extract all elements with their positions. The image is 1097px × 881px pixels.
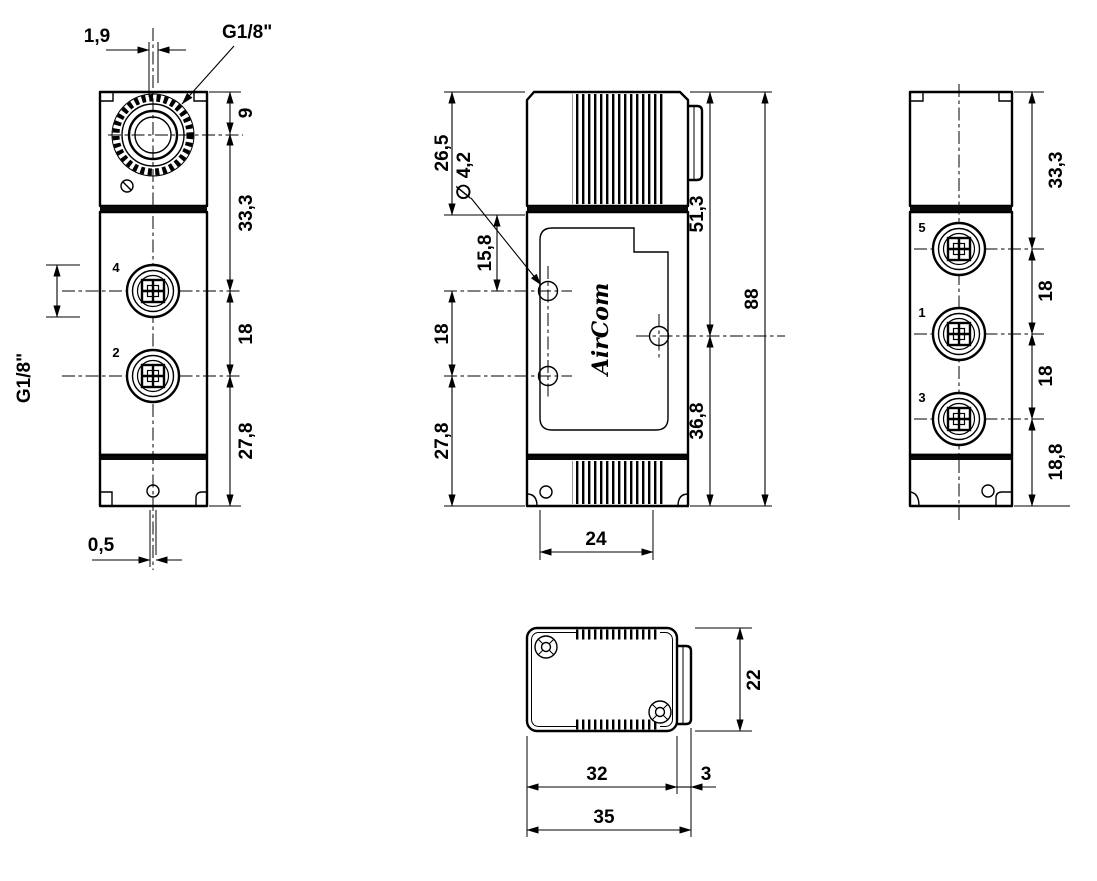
- brand-logo: AirCom: [588, 283, 614, 377]
- dim-18-holes: 18: [432, 323, 453, 344]
- port-2: [125, 348, 181, 404]
- mounting-screw: [120, 179, 134, 193]
- body-outline: [525, 626, 679, 733]
- base-hole: [981, 484, 995, 498]
- seam-top: [910, 206, 1012, 212]
- port-label-2: 2: [112, 345, 119, 360]
- base-tab-right: [195, 491, 207, 506]
- vent-slots-bottom: [576, 719, 660, 730]
- base-feet: [909, 491, 1012, 507]
- base-section: [525, 453, 690, 508]
- port-label-5: 5: [918, 220, 925, 235]
- view-side: AirCom: [444, 90, 785, 508]
- housing-tabs: [100, 92, 207, 102]
- dim-88: 88: [742, 288, 763, 309]
- seam-top: [100, 206, 207, 212]
- dim-36-8: 36,8: [687, 403, 708, 440]
- cover-screw-1: [534, 635, 558, 659]
- dims-front-left: 1,9 G1/8" 9 33,3 18 27,8 G1/8" 0,5: [14, 22, 272, 567]
- dim-3: 3: [701, 764, 712, 785]
- port-1: [931, 306, 987, 362]
- electrical-connector: [688, 104, 704, 182]
- dim-32: 32: [586, 764, 607, 785]
- dim-18-ports: 18: [236, 323, 257, 344]
- dims-side: 26,5 15,8 18 27,8 ∅ 4,2 51,3 36,8 88 24: [432, 91, 772, 560]
- base-tab-left: [100, 491, 113, 506]
- dim-1-9: 1,9: [84, 26, 110, 47]
- electrical-connector: [677, 644, 693, 726]
- dim-18-b: 18: [1036, 365, 1057, 386]
- dim-15-8: 15,8: [475, 235, 496, 272]
- base-feet: [526, 493, 689, 507]
- base-section: [98, 453, 209, 508]
- top-housing: [908, 90, 1014, 208]
- dim-0-5: 0,5: [88, 535, 115, 556]
- dim-24: 24: [585, 529, 607, 550]
- label-plate: AirCom: [537, 227, 670, 431]
- mounting-hole-bottom: [537, 365, 559, 387]
- dim-51-3: 51,3: [687, 196, 708, 233]
- dim-35: 35: [593, 807, 615, 828]
- port-4: [125, 263, 181, 319]
- dim-22: 22: [744, 669, 765, 690]
- port-5: [931, 221, 987, 277]
- vent-slots-top: [576, 629, 660, 640]
- base-section: [908, 453, 1014, 508]
- base-hole: [539, 485, 553, 499]
- seam-bottom: [527, 455, 688, 460]
- dim-9: 9: [236, 108, 257, 119]
- view-front-left: 4 2: [62, 28, 243, 570]
- cover-screw-2: [648, 700, 672, 724]
- seam-bottom: [910, 455, 1012, 460]
- dims-top: 22 32 3 35: [526, 627, 765, 837]
- centerlines-holes: [444, 290, 785, 377]
- adjustment-knob: [111, 93, 195, 177]
- dim-27-8: 27,8: [236, 423, 257, 460]
- thread-label-top: G1/8": [222, 22, 272, 43]
- port-label-3: 3: [918, 390, 925, 405]
- view-front-right: 5 1 3: [908, 84, 1044, 522]
- port-label-1: 1: [918, 305, 925, 320]
- housing-tabs: [910, 92, 1012, 102]
- mounting-hole-right: [648, 325, 670, 347]
- seam-bottom: [100, 455, 207, 460]
- dim-dia-4-2: ∅ 4,2: [454, 152, 475, 200]
- dims-front-right: 33,3 18 18 18,8: [1014, 91, 1070, 507]
- dim-18-a: 18: [1036, 280, 1057, 301]
- dim-18-8: 18,8: [1046, 444, 1067, 481]
- dim-26-5: 26,5: [432, 134, 453, 171]
- view-top: [525, 626, 693, 733]
- port-label-4: 4: [112, 260, 120, 275]
- base-fins: [572, 461, 664, 504]
- seam-top: [527, 206, 688, 212]
- dim-27-8: 27,8: [432, 423, 453, 460]
- mounting-hole-top: [537, 280, 559, 302]
- port-3: [931, 391, 987, 447]
- centerlines-holes-vertical: [547, 266, 660, 400]
- solenoid-section: [525, 90, 690, 208]
- base-hole: [146, 484, 160, 498]
- thread-label-side: G1/8": [14, 353, 35, 403]
- dim-33-3: 33,3: [1046, 152, 1067, 189]
- dim-33-3: 33,3: [236, 195, 257, 232]
